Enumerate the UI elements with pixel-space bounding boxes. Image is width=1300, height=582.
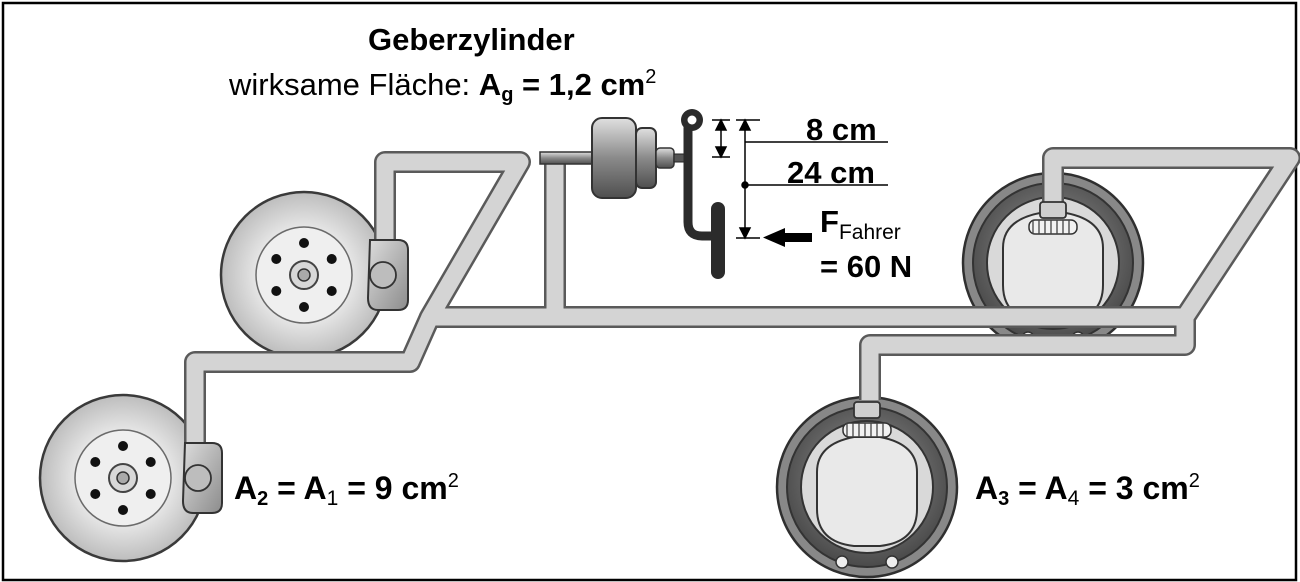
wheel-stud — [271, 254, 282, 264]
long-arm-length: 24 cm — [787, 155, 875, 190]
rear-brake-area-label: A3 = A4 = 3 cm2 — [975, 471, 1200, 509]
master-cylinder — [539, 117, 691, 199]
master-cylinder-area-label: wirksame Fläche: Ag = 1,2 cm2 — [229, 67, 656, 105]
area-prefix: wirksame Fläche: — [229, 67, 479, 102]
wheel-stud — [299, 302, 309, 312]
front-area-sub-b: 1 — [326, 487, 339, 510]
front-area-eq: = A — [268, 470, 327, 506]
rear-area-exponent: 2 — [1188, 470, 1200, 492]
wheel-stud — [118, 441, 128, 451]
wheel-stud — [326, 254, 337, 264]
front-area-sub-a: 2 — [257, 488, 269, 510]
wheel-stud — [145, 489, 156, 499]
driver-force-value: = 60 N — [820, 249, 913, 284]
area-value: = 1,2 cm — [513, 67, 646, 102]
rear-area-sub-a: 3 — [998, 488, 1010, 510]
driver-force-label: FFahrer — [820, 204, 901, 243]
master-cylinder-title: Geberzylinder — [368, 22, 575, 57]
front-lower-wheel-studs — [90, 441, 156, 515]
wheel-stud — [299, 238, 309, 248]
front-upper-wheel-studs — [271, 238, 337, 312]
rear-upper-wheel-cylinder — [1028, 201, 1078, 235]
brake-lines — [184, 147, 1300, 450]
brake-pedal — [681, 109, 725, 279]
wheel-stud — [90, 457, 101, 467]
rear-lower-wheel-cylinder — [842, 401, 892, 438]
rear-area-sub-b: 4 — [1067, 487, 1080, 510]
rear-area-symbol: A — [975, 470, 999, 506]
front-brake-area-label: A2 = A1 = 9 cm2 — [234, 471, 459, 509]
front-upper-caliper — [366, 239, 409, 311]
front-lower-disc — [38, 393, 208, 563]
area-subscript: g — [501, 84, 514, 106]
front-area-value: = 9 cm — [338, 470, 448, 506]
short-arm-length: 8 cm — [806, 112, 877, 147]
front-area-exponent: 2 — [447, 470, 459, 492]
force-subscript: Fahrer — [838, 221, 901, 244]
front-area-symbol: A — [234, 470, 258, 506]
lever-dimensions — [712, 118, 888, 240]
area-exponent: 2 — [645, 66, 657, 88]
rear-area-eq: = A — [1009, 470, 1068, 506]
rear-lower-drum — [775, 395, 959, 579]
wheel-stud — [326, 286, 337, 296]
front-upper-disc — [219, 190, 389, 360]
force-arrow — [763, 228, 812, 247]
rear-area-value: = 3 cm — [1079, 470, 1189, 506]
wheel-stud — [90, 489, 101, 499]
area-symbol: A — [478, 67, 502, 102]
wheel-stud — [271, 286, 282, 296]
front-lower-caliper — [181, 442, 223, 514]
wheel-stud — [145, 457, 156, 467]
wheel-stud — [118, 505, 128, 515]
force-symbol: F — [820, 204, 839, 239]
